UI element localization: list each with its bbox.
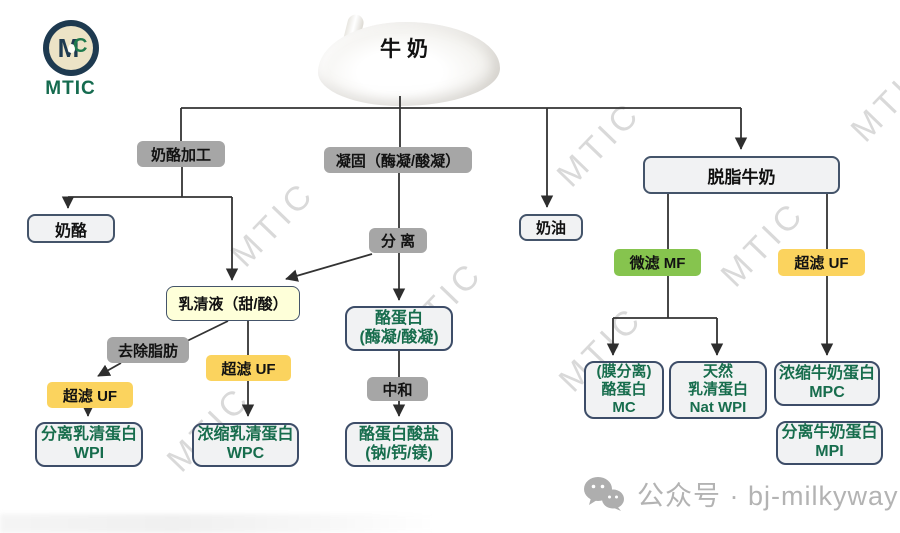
bottom-faded-band xyxy=(0,514,435,533)
node-cheese-processing: 奶酪加工 xyxy=(137,141,225,167)
node-defat: 去除脂肪 xyxy=(107,337,189,363)
watermark-mtic: MTIC xyxy=(549,93,649,195)
node-skim-milk: 脱脂牛奶 xyxy=(643,156,840,194)
node-casein: 酪蛋白(酶凝/酸凝) xyxy=(345,306,453,351)
page-title: 牛奶 xyxy=(380,38,434,61)
wechat-account-text: 公众号 · bj-milkyway xyxy=(637,481,899,511)
node-mf: 微滤 MF xyxy=(614,249,701,276)
milk-splash-image xyxy=(318,22,500,106)
node-caseinate: 酪蛋白酸盐(钠/钙/镁) xyxy=(345,422,453,467)
node-cream: 奶油 xyxy=(519,214,583,241)
mtic-logo-emblem-icon: M C xyxy=(42,20,99,76)
node-whey: 乳清液（甜/酸） xyxy=(166,286,300,321)
wechat-account-footer: 公众号 · bj-milkyway xyxy=(583,474,899,513)
node-neutralize: 中和 xyxy=(367,377,428,401)
mtic-logo-text: MTIC xyxy=(45,78,96,99)
node-uf-mid: 超滤 UF xyxy=(206,355,291,381)
milk-drop-icon xyxy=(67,44,75,53)
node-uf-right: 超滤 UF xyxy=(778,249,865,276)
mtic-logo: M C MTIC xyxy=(33,20,108,100)
wechat-icon xyxy=(584,476,624,511)
node-uf-left: 超滤 UF xyxy=(47,382,133,408)
watermark-mtic: MTIC xyxy=(843,48,900,150)
node-cheese: 奶酪 xyxy=(27,214,115,243)
watermark-mtic: MTIC xyxy=(223,173,323,275)
node-coagulation: 凝固（酶凝/酸凝） xyxy=(324,147,472,173)
watermark-mtic: MTIC xyxy=(713,193,813,295)
node-separation: 分 离 xyxy=(369,228,427,253)
